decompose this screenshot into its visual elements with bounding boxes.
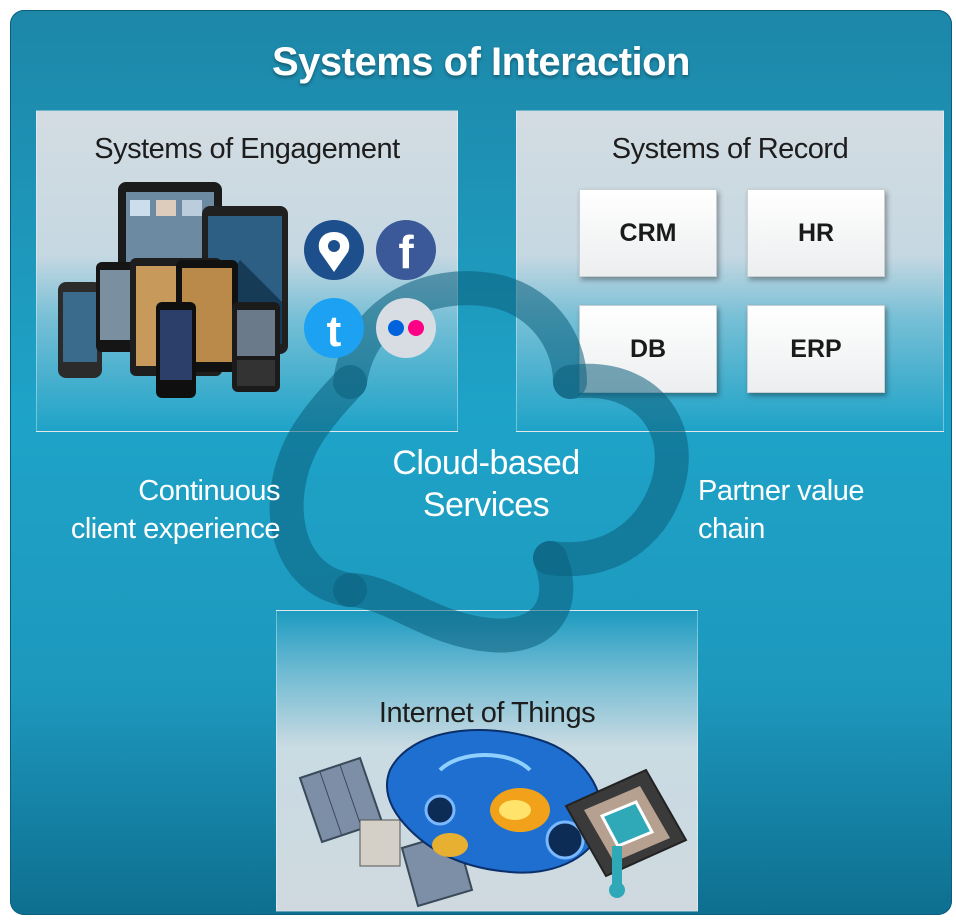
cloud-line-1: Cloud-based	[392, 444, 580, 482]
cloud-line-2: Services	[422, 486, 550, 524]
left-caption-line-1: Continuous	[138, 475, 280, 507]
iot-label: Internet of Things	[378, 697, 596, 729]
engagement-label: Systems of Engagement	[94, 133, 400, 165]
cloud-icon	[269, 271, 689, 653]
car-icon	[385, 729, 603, 874]
microchip-icon	[564, 768, 688, 898]
devices-illustration: f t	[58, 182, 688, 908]
systems-of-interaction-diagram: Systems of Interaction Systems of Engage…	[10, 10, 952, 915]
record-label: Systems of Record	[611, 133, 849, 165]
right-caption-line-1: Partner value	[698, 475, 865, 507]
facebook-icon: f	[376, 220, 436, 280]
left-caption: Continuous client experience	[40, 472, 281, 548]
svg-text:t: t	[327, 307, 342, 356]
right-caption: Partner value chain	[698, 472, 938, 548]
cloud-services-label: Cloud-based Services	[356, 442, 616, 526]
location-pin-icon	[304, 220, 364, 280]
flickr-icon	[376, 298, 436, 358]
left-caption-line-2: client experience	[70, 513, 281, 545]
svg-text:f: f	[398, 226, 414, 278]
diagram-title: Systems of Interaction	[271, 40, 691, 84]
erp-box: ERP	[747, 305, 885, 393]
twitter-icon: t	[304, 298, 364, 358]
hr-box: HR	[747, 189, 885, 277]
right-caption-line-2: chain	[698, 513, 765, 545]
crm-box: CRM	[579, 189, 717, 277]
